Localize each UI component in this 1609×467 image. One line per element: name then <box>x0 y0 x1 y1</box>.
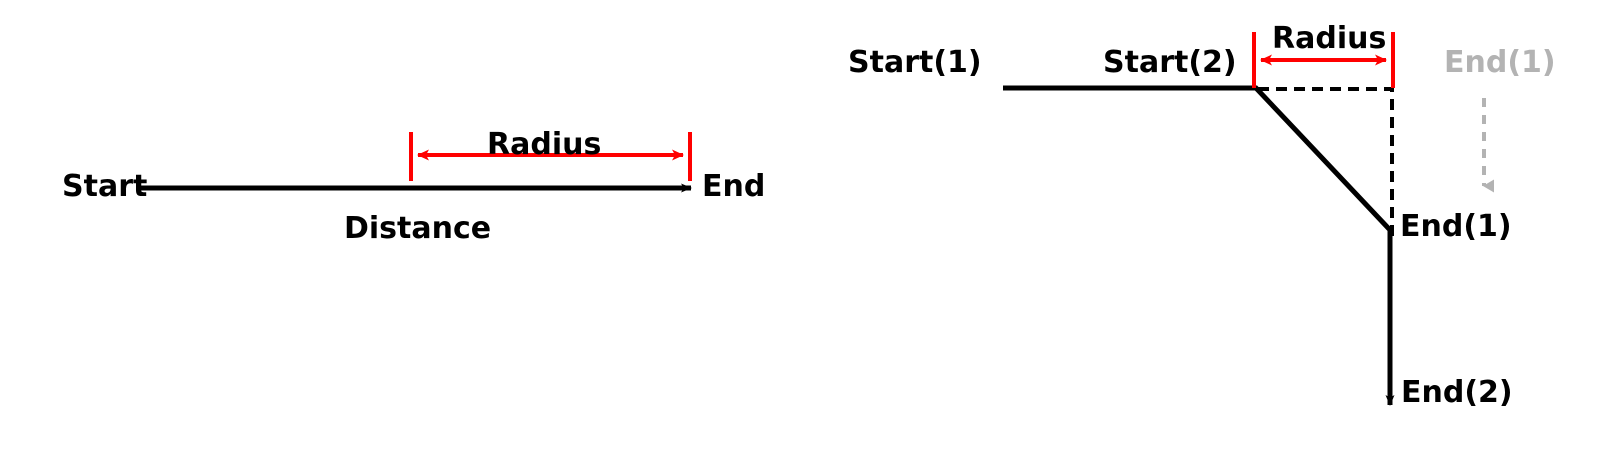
label-start-2: Start(2) <box>1103 45 1237 80</box>
label-end-1: End(1) <box>1400 209 1512 244</box>
label-end-1-ghost: End(1) <box>1444 45 1556 80</box>
label-end: End <box>702 169 766 204</box>
label-radius-right-panel: Radius <box>1272 21 1387 56</box>
right-panel-group <box>1003 32 1494 406</box>
label-start: Start <box>62 169 148 204</box>
label-end-2: End(2) <box>1401 375 1513 410</box>
dashed-ghost-path <box>1258 87 1394 236</box>
label-distance: Distance <box>344 211 492 246</box>
beveled-path <box>1003 85 1393 233</box>
label-radius-left-panel: Radius <box>487 127 602 162</box>
label-start-1: Start(1) <box>848 45 982 80</box>
left-panel-group <box>140 132 692 193</box>
